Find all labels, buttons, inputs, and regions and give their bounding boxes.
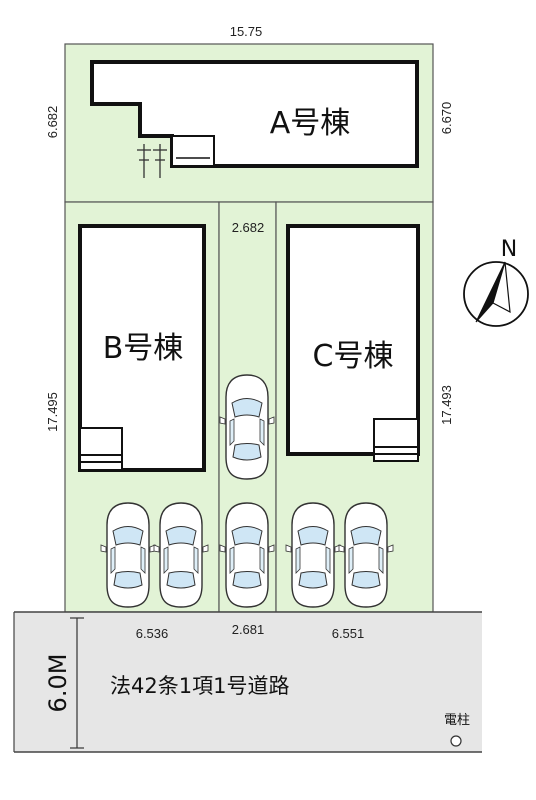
dim-b-frontage: 6.536 <box>136 626 169 641</box>
bicycle-icon <box>137 144 167 178</box>
road-surface <box>14 612 482 752</box>
car-icon <box>100 502 156 608</box>
building-a-label: A号棟 <box>270 106 351 141</box>
building-a-porch <box>171 135 215 167</box>
dim-c-depth: 17.493 <box>439 385 454 425</box>
dim-passage-width: 2.682 <box>232 220 265 235</box>
dimensions: 15.75 6.682 6.670 2.682 17.495 17.493 6.… <box>45 24 454 641</box>
building-a: A号棟 <box>90 60 419 168</box>
dim-top-width: 15.75 <box>230 24 263 39</box>
road-width-label: 6.0M <box>44 654 72 713</box>
compass-label: N <box>501 237 517 262</box>
car-icon <box>285 502 341 608</box>
dim-c-frontage: 6.551 <box>332 626 365 641</box>
building-b-label: B号棟 <box>103 331 184 366</box>
car-icon <box>219 502 275 608</box>
road: 6.0M 法42条1項1号道路 <box>13 611 482 753</box>
utility-pole: 電柱 <box>444 713 470 747</box>
road-label: 法42条1項1号道路 <box>110 674 289 698</box>
building-c-outline <box>286 224 420 456</box>
car-icon <box>153 502 209 608</box>
car-icon <box>219 374 275 480</box>
compass-icon: N <box>463 237 529 327</box>
entrance-steps-icon <box>79 427 123 471</box>
dim-a-left: 6.682 <box>45 106 60 139</box>
building-c-label: C号棟 <box>313 339 394 374</box>
dim-a-right: 6.670 <box>439 102 454 135</box>
car-icon <box>338 502 394 608</box>
utility-pole-icon <box>450 735 462 747</box>
dim-passage-frontage: 2.681 <box>232 622 265 637</box>
dim-b-depth: 17.495 <box>45 392 60 432</box>
building-c: C号棟 <box>286 224 420 462</box>
building-b: B号棟 <box>78 224 206 472</box>
utility-pole-label: 電柱 <box>444 713 470 728</box>
